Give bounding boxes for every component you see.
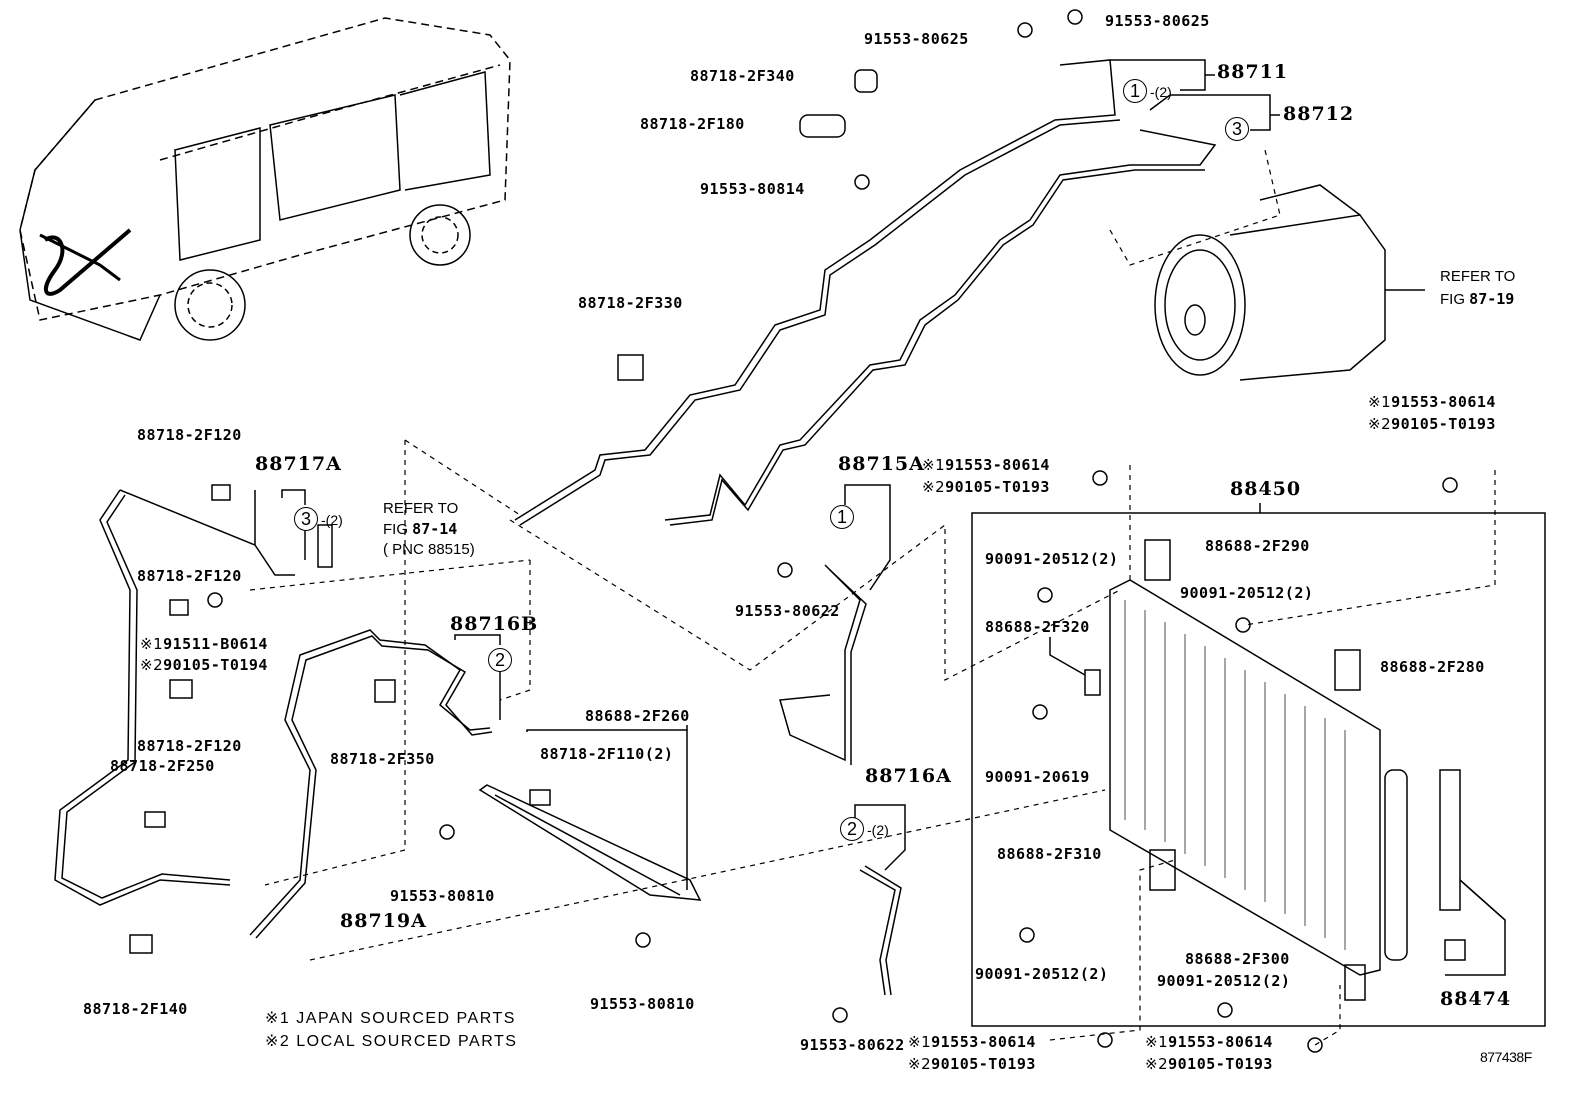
alt-bolt-label: ※290105-T0194	[140, 656, 268, 674]
note-local-sourced: ※2 LOCAL SOURCED PARTS	[265, 1033, 518, 1050]
leader-lines	[254, 59, 1506, 921]
pipe-label-88716B: 88716B	[450, 613, 539, 635]
pnc-reference: ( PNC 88515)	[383, 541, 475, 558]
refer-to-fig[interactable]: FIG 87-19	[1440, 290, 1514, 309]
alt-bolt-label: ※290105-T0193	[1368, 415, 1496, 433]
alt-bolt-label: ※290105-T0193	[908, 1055, 1036, 1073]
clamp-label: 88718-2F350	[330, 750, 435, 768]
bracket-label: 88688-2F300	[1185, 950, 1290, 968]
bolt-label: 91553-80810	[590, 995, 695, 1013]
note-japan-sourced: ※1 JAPAN SOURCED PARTS	[265, 1010, 516, 1027]
bolt-label: 91553-80814	[700, 180, 805, 198]
suction-discharge-pipes	[514, 59, 1217, 526]
fig-number: 87-19	[1469, 290, 1515, 308]
o-ring-ref-1: 1	[1123, 79, 1147, 103]
van-illustration	[19, 17, 511, 341]
clamp-label: 88718-2F110(2)	[540, 745, 674, 763]
quantity-label: -(2)	[321, 512, 343, 528]
desiccant-label-88474: 88474	[1440, 988, 1512, 1010]
o-ring-ref-1: 1	[830, 505, 854, 529]
fig-prefix: FIG	[1440, 291, 1465, 308]
alt-bolt-label: ※290105-T0193	[922, 478, 1050, 496]
alt-bolt-label: ※191553-80614	[1145, 1033, 1273, 1051]
bracket-label: 88688-2F280	[1380, 658, 1485, 676]
clamp-label: 88718-2F180	[640, 115, 745, 133]
clamp-label: 88718-2F120	[137, 567, 242, 585]
alt-bolt-label: ※290105-T0193	[1145, 1055, 1273, 1073]
pipe-label-88717A: 88717A	[255, 453, 342, 475]
quantity-label: -(2)	[1150, 84, 1172, 100]
o-ring-ref-2: 2	[840, 817, 864, 841]
bracket-label: 88688-2F260	[585, 707, 690, 725]
o-ring-ref-2: 2	[488, 648, 512, 672]
bolt-label: 91553-80622	[800, 1036, 905, 1054]
lower-left-pipes	[54, 489, 493, 939]
bolt-icons	[207, 9, 1458, 1053]
pipe-label-88715A: 88715A	[838, 453, 925, 475]
bolt-label: 91553-80625	[864, 30, 969, 48]
refer-to-fig[interactable]: FIG 87-14	[383, 520, 458, 538]
pipe-label-88716A: 88716A	[865, 765, 952, 787]
dashed-indicators	[249, 149, 1496, 1046]
bracket-2f260	[478, 784, 702, 901]
screw-label: 90091-20512(2)	[1180, 584, 1314, 602]
clamp-label: 88718-2F330	[578, 294, 683, 312]
o-ring-ref-3: 3	[294, 507, 318, 531]
refer-to-text: REFER TO	[383, 500, 459, 517]
alt-bolt-label: ※191511-B0614	[140, 635, 268, 653]
screw-label: 90091-20619	[985, 768, 1090, 786]
clamp-label: 88718-2F120	[137, 426, 242, 444]
condenser-assembly	[971, 512, 1546, 1027]
screw-label: 90091-20512(2)	[1157, 972, 1291, 990]
liquid-pipes	[779, 564, 902, 996]
bracket-label: 88688-2F290	[1205, 537, 1310, 555]
condenser-label-88450: 88450	[1230, 478, 1302, 500]
clamp-label: 88718-2F120	[137, 737, 242, 755]
figure-id: 877438F	[1480, 1049, 1532, 1065]
screw-label: 90091-20512(2)	[975, 965, 1109, 983]
bolt-label: 91553-80625	[1105, 12, 1210, 30]
clamp-icons	[129, 69, 1366, 1001]
compressor	[1154, 184, 1425, 381]
screw-label: 90091-20512(2)	[985, 550, 1119, 568]
pipe-label-88719A: 88719A	[340, 910, 427, 932]
bolt-label: 91553-80622	[735, 602, 840, 620]
pipe-label-88712: 88712	[1283, 103, 1355, 125]
alt-bolt-label: ※191553-80614	[908, 1033, 1036, 1051]
clamp-label: 88718-2F140	[83, 1000, 188, 1018]
alt-bolt-label: ※191553-80614	[1368, 393, 1496, 411]
o-ring-ref-3: 3	[1225, 117, 1249, 141]
clamp-label: 88718-2F250	[110, 757, 215, 775]
quantity-label: -(2)	[867, 822, 889, 838]
pipe-label-88711: 88711	[1217, 61, 1289, 83]
clamp-label: 88718-2F340	[690, 67, 795, 85]
refer-to-text: REFER TO	[1440, 268, 1516, 285]
alt-bolt-label: ※191553-80614	[922, 456, 1050, 474]
bracket-label: 88688-2F320	[985, 618, 1090, 636]
bracket-label: 88688-2F310	[997, 845, 1102, 863]
bolt-label: 91553-80810	[390, 887, 495, 905]
